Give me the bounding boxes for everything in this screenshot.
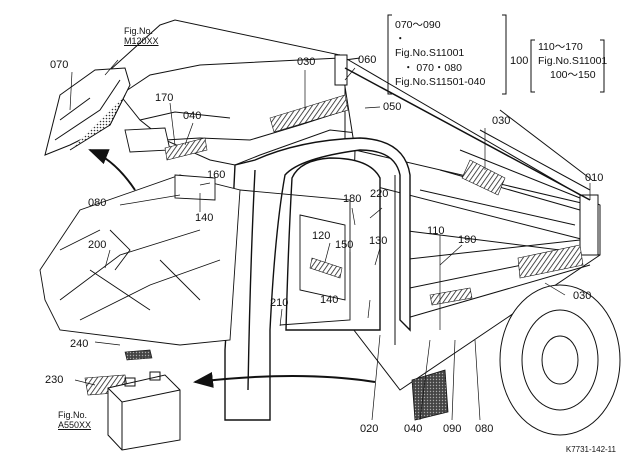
part-label-160: 160 bbox=[207, 169, 226, 181]
figref-a550xx-line2: A550XX bbox=[58, 420, 92, 431]
note-left-line3: Fig.No.S11001 bbox=[395, 47, 465, 60]
part-label-190: 190 bbox=[458, 234, 477, 246]
part-label-070: 070 bbox=[50, 59, 69, 71]
part-label-080: 080 bbox=[475, 423, 494, 435]
note-right-line3: 100〜150 bbox=[550, 69, 596, 82]
part-label-140: 140 bbox=[320, 294, 339, 306]
part-label-110: 110 bbox=[427, 225, 445, 237]
note-left-line2: ・ bbox=[395, 33, 406, 46]
arrows bbox=[88, 149, 376, 388]
note-left-line4: ・ 070・080 bbox=[403, 61, 462, 74]
part-label-210: 210 bbox=[270, 297, 289, 309]
part-label-200: 200 bbox=[88, 239, 107, 251]
part-label-100: 100 bbox=[510, 55, 529, 67]
part-label-080: 080 bbox=[88, 197, 107, 209]
part-label-180: 180 bbox=[343, 193, 362, 205]
rear-tire bbox=[499, 284, 621, 436]
cab-frame bbox=[224, 137, 411, 421]
part-label-090: 090 bbox=[443, 423, 462, 435]
figref-m120xx-line1: Fig.No. bbox=[124, 26, 154, 36]
vent-grille bbox=[411, 369, 449, 421]
note-right-line1: 110〜170 bbox=[538, 41, 583, 53]
part-label-020: 020 bbox=[360, 423, 379, 435]
cowl-070 bbox=[44, 67, 131, 156]
floor-area bbox=[39, 174, 241, 346]
note-right: 110〜170 Fig.No.S11001 100〜150 bbox=[538, 40, 607, 83]
battery bbox=[107, 371, 181, 451]
note-left-line5: Fig.No.S11501-040 bbox=[395, 75, 486, 88]
note-right-line2: Fig.No.S11001 bbox=[538, 55, 608, 68]
part-label-030: 030 bbox=[297, 56, 316, 68]
note-brackets bbox=[387, 14, 605, 95]
figref-m120xx[interactable]: Fig.No. M120XX bbox=[124, 26, 159, 47]
leader-lines bbox=[69, 59, 591, 421]
part-label-010: 010 bbox=[585, 172, 604, 184]
decals bbox=[84, 94, 584, 396]
figref-a550xx-line1: Fig.No. bbox=[58, 410, 88, 420]
part-label-040: 040 bbox=[183, 110, 202, 122]
part-label-130: 130 bbox=[369, 235, 388, 247]
note-left-line1: 070〜090 bbox=[395, 19, 441, 31]
note-left: 070〜090 ・ Fig.No.S11001 ・ 070・080 Fig.No… bbox=[395, 18, 485, 89]
drawing-code: K7731-142-11 bbox=[565, 445, 616, 454]
part-label-240: 240 bbox=[70, 338, 89, 350]
part-label-170: 170 bbox=[155, 92, 174, 104]
part-label-030: 030 bbox=[573, 290, 592, 302]
part-label-040: 040 bbox=[404, 423, 423, 435]
part-label-030: 030 bbox=[492, 115, 511, 127]
part-label-220: 220 bbox=[370, 188, 389, 200]
part-label-150: 150 bbox=[335, 239, 354, 251]
part-label-140: 140 bbox=[195, 212, 214, 224]
figref-a550xx[interactable]: Fig.No. A550XX bbox=[58, 410, 91, 431]
part-label-230: 230 bbox=[45, 374, 64, 386]
part-label-120: 120 bbox=[312, 230, 331, 242]
part-label-050: 050 bbox=[383, 101, 402, 113]
figref-m120xx-line2: M120XX bbox=[124, 36, 159, 47]
part-label-060: 060 bbox=[358, 54, 377, 66]
